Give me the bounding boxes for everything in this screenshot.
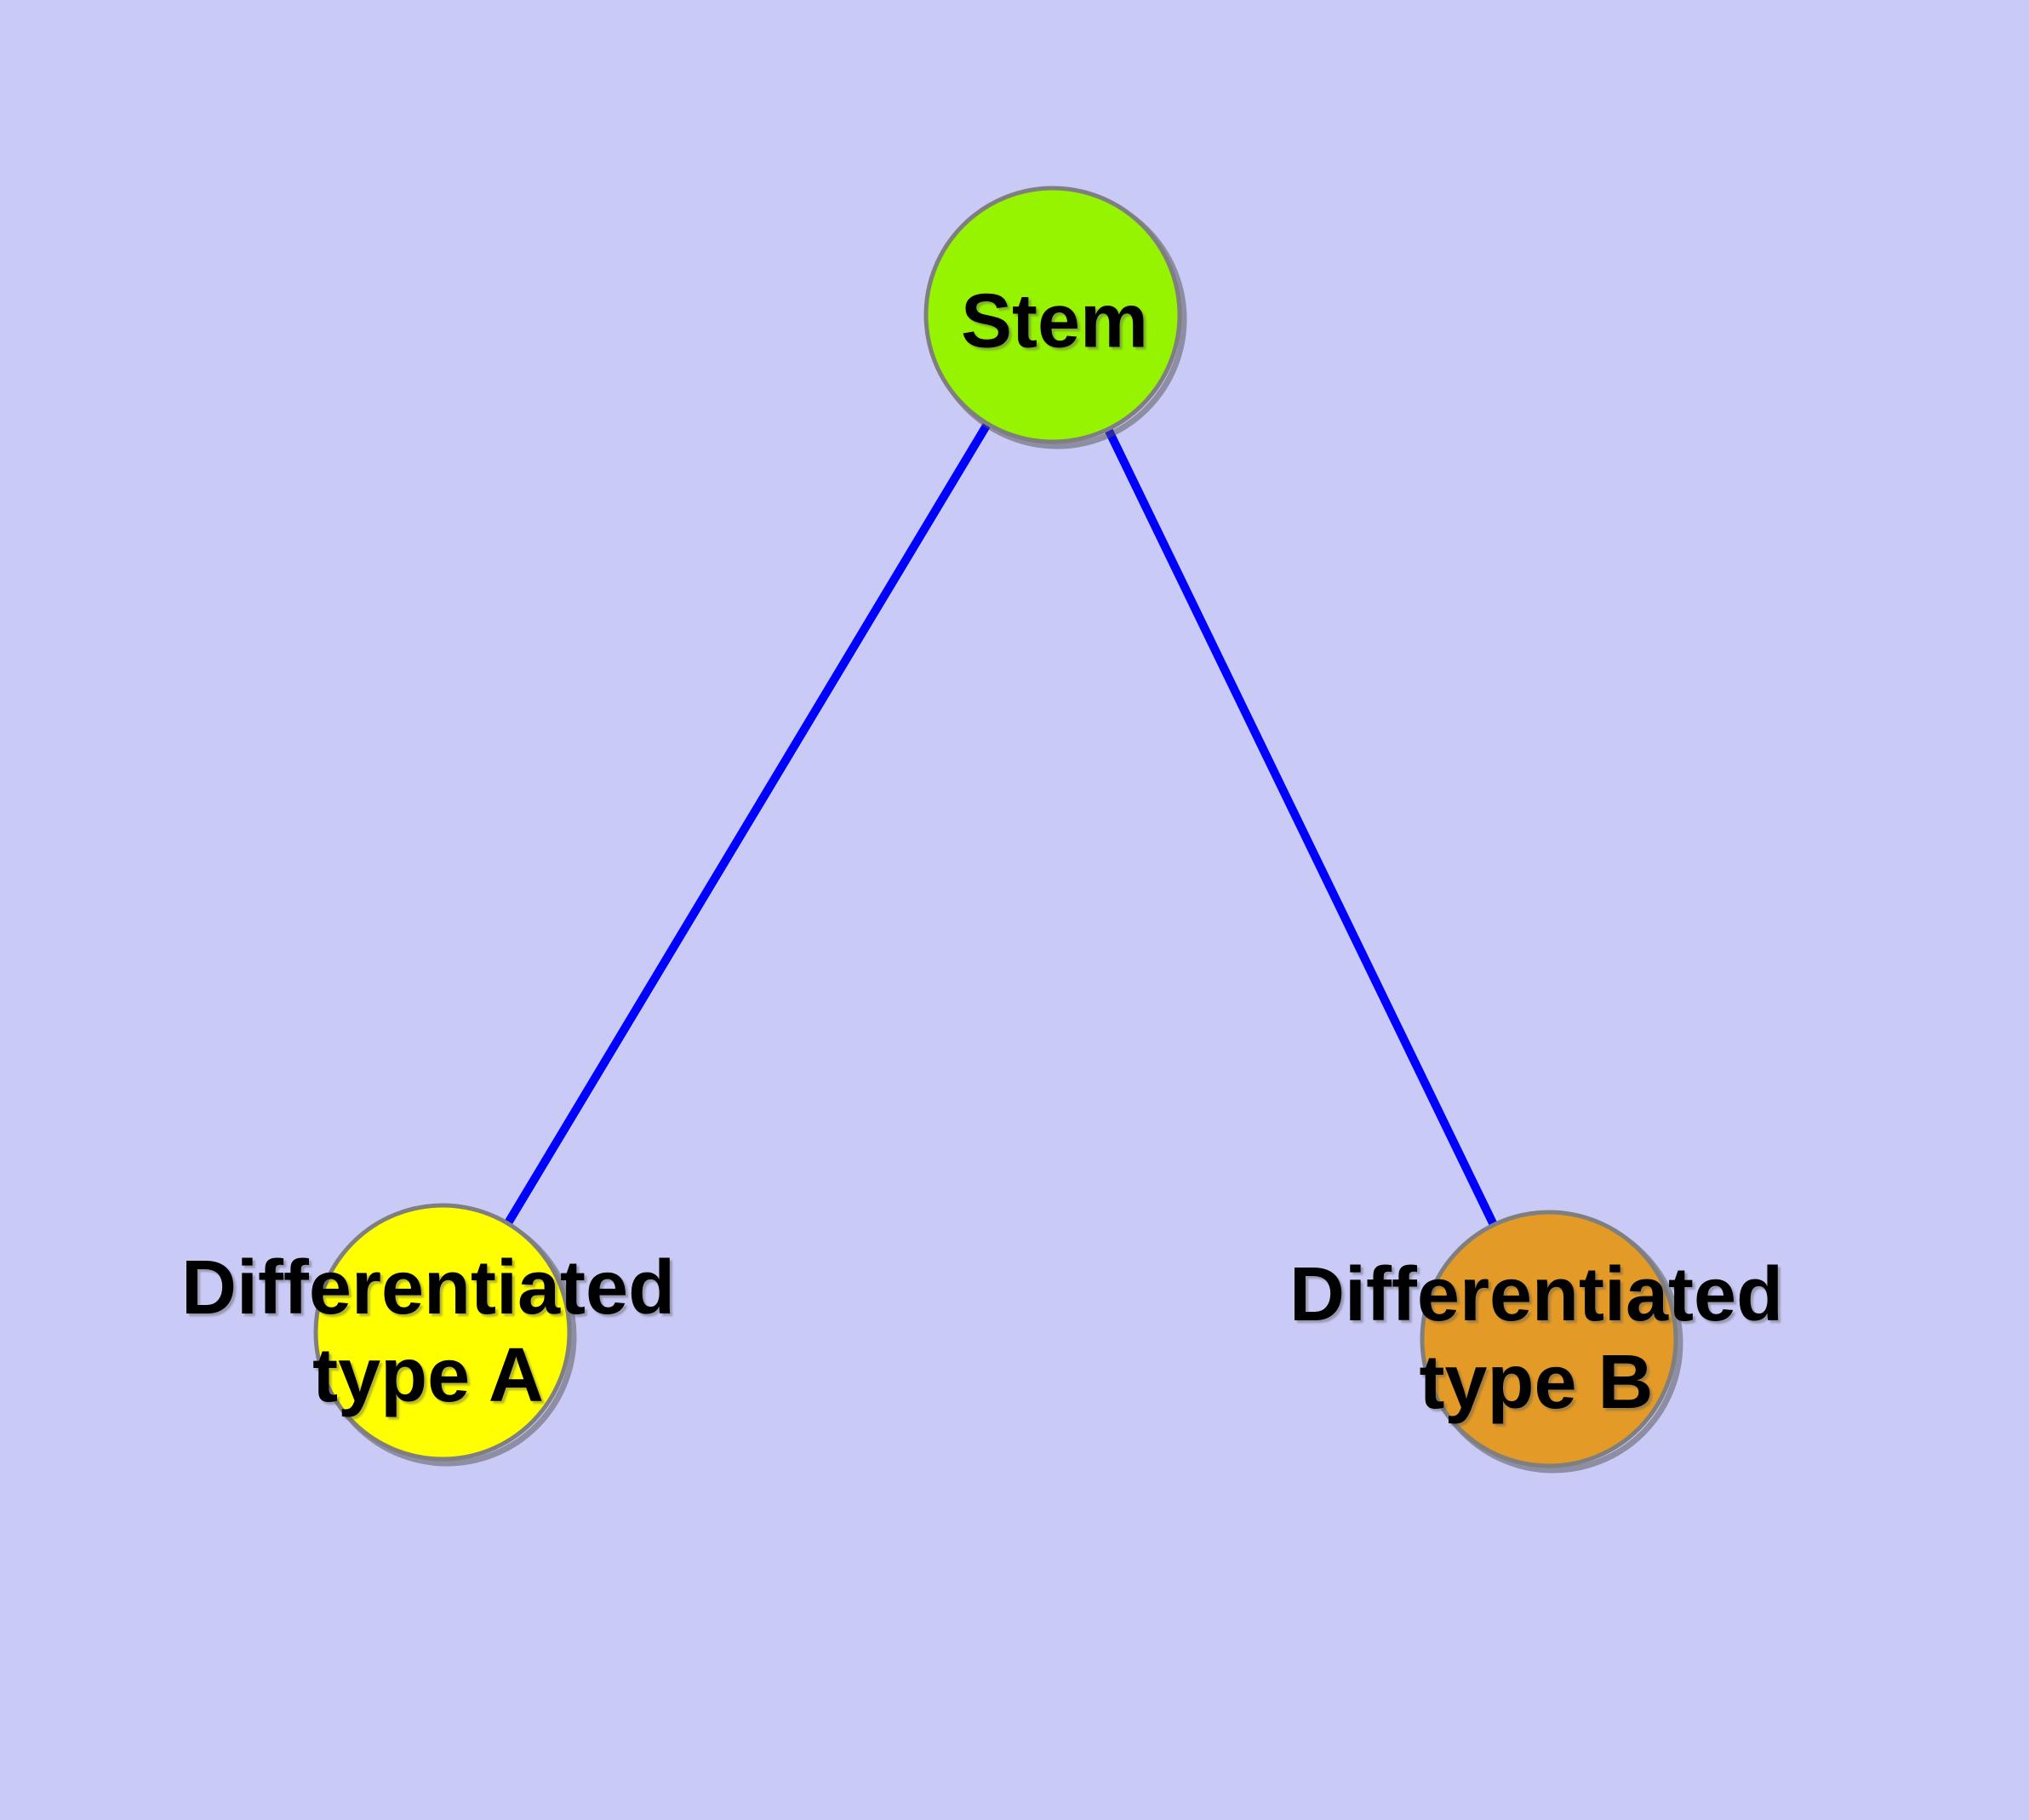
node-type-b [1420,1210,1678,1468]
node-stem [923,186,1182,444]
node-type-a [313,1203,572,1462]
edge-stem-type-a [438,312,1057,1335]
edge-stem-type-b [1049,312,1553,1342]
